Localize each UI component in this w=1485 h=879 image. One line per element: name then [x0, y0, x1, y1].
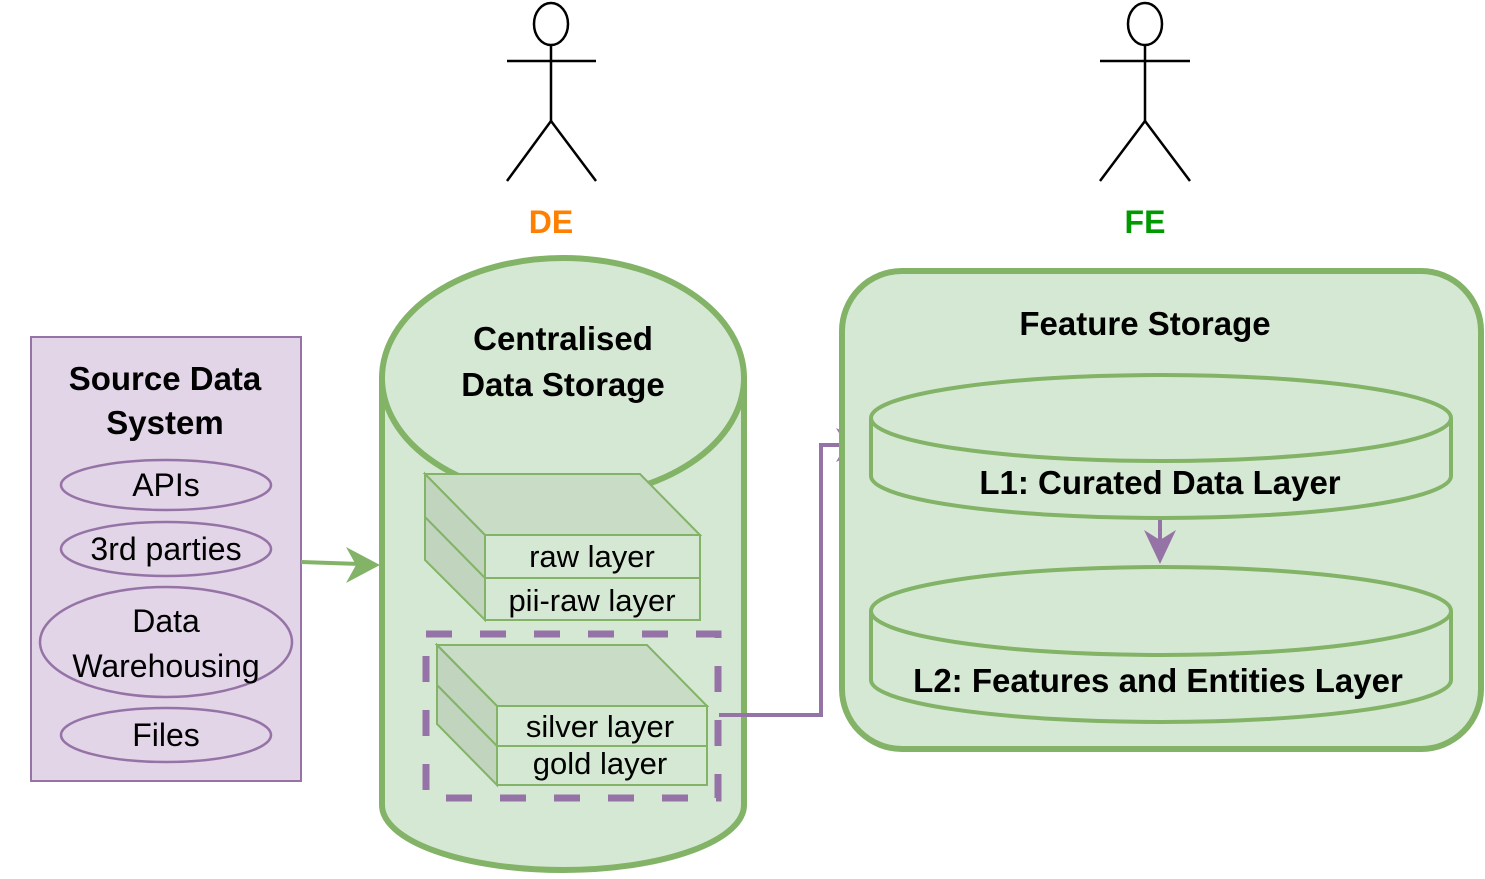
- actor-label-fe: FE: [1125, 204, 1166, 240]
- source-title-line1: Source Data: [69, 360, 262, 397]
- centralised-data-storage: Centralised Data Storage raw layer pii-r…: [379, 255, 747, 873]
- layer-gold: gold layer: [533, 746, 667, 781]
- source-title-line2: System: [106, 404, 223, 441]
- arrow-l1-to-l2: [1144, 520, 1176, 564]
- actor-label-de: DE: [529, 204, 573, 240]
- source-item-label: APIs: [132, 467, 200, 503]
- source-item-label: Data: [132, 603, 200, 639]
- layer-l1: L1: Curated Data Layer: [979, 464, 1340, 501]
- source-item-files: [59, 706, 273, 764]
- layer-box-silver-gold: [434, 642, 710, 788]
- source-item-label: Warehousing: [72, 648, 259, 684]
- central-title-line1: Centralised: [473, 320, 653, 357]
- source-data-system: Source Data System APIs 3rd parties Data…: [30, 336, 302, 782]
- layer-pii-raw: pii-raw layer: [508, 583, 675, 618]
- central-title-line2: Data Storage: [461, 366, 665, 403]
- actor-head: [1126, 1, 1164, 47]
- layer-silver: silver layer: [526, 709, 674, 744]
- source-item-apis: [59, 458, 273, 512]
- cylinder-l1: [869, 373, 1453, 520]
- source-item-label: 3rd parties: [90, 531, 241, 567]
- arrow-source-to-central: [300, 547, 380, 583]
- source-item-label: Files: [132, 717, 200, 753]
- layer-raw: raw layer: [529, 539, 655, 574]
- cylinder-l2: [869, 565, 1453, 724]
- feature-storage: Feature Storage L1: Curated Data Layer L…: [839, 268, 1484, 752]
- actor-head: [532, 1, 570, 47]
- layer-l2: L2: Features and Entities Layer: [913, 662, 1403, 699]
- actor-de: [505, 1, 597, 182]
- source-item-data-warehousing: [38, 585, 294, 699]
- layer-box-raw: [422, 471, 703, 623]
- source-item-3rd-parties: [59, 520, 273, 578]
- processed-layers-group: [422, 630, 722, 802]
- actor-fe: [1099, 1, 1191, 182]
- feature-title: Feature Storage: [1019, 305, 1270, 342]
